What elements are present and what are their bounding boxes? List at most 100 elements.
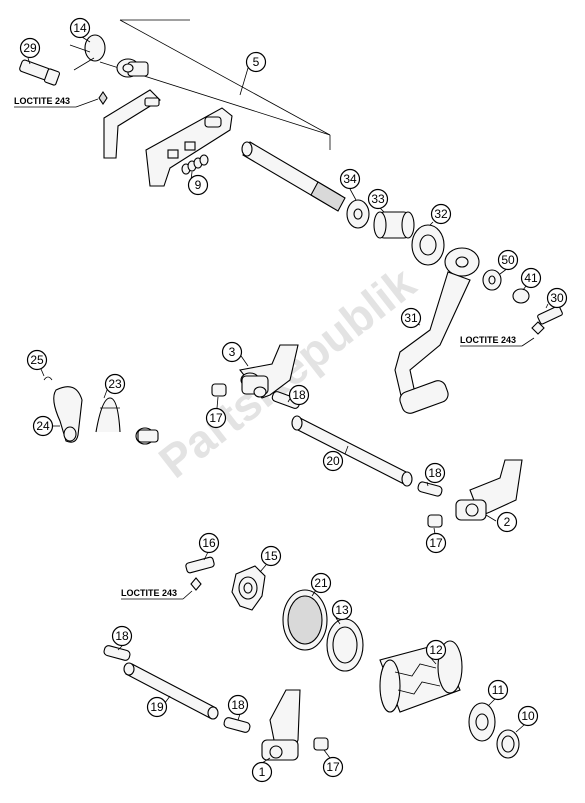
callout-25: 25	[26, 349, 48, 371]
svg-text:50: 50	[501, 253, 515, 267]
loctite-label-top: LOCTITE 243	[14, 91, 108, 108]
part-33-gear	[373, 211, 415, 239]
svg-text:10: 10	[521, 709, 535, 723]
callout-1: 1	[251, 761, 273, 783]
svg-text:17: 17	[326, 760, 340, 774]
part-9-spring	[181, 154, 209, 175]
svg-text:32: 32	[434, 207, 448, 221]
part-17-roller-bottom	[313, 737, 329, 751]
part-24-pawl	[53, 386, 83, 443]
svg-text:24: 24	[36, 419, 50, 433]
svg-text:14: 14	[73, 21, 87, 35]
part-5-shift-plate	[145, 107, 233, 187]
svg-text:9: 9	[195, 178, 202, 192]
callout-21: 21	[310, 572, 332, 594]
part-17-roller-right	[427, 514, 443, 528]
callout-23: 23	[104, 373, 126, 395]
callout-18-right: 18	[424, 462, 446, 484]
part-41-circlip	[512, 288, 530, 304]
callout-24: 24	[32, 415, 54, 437]
svg-text:19: 19	[150, 700, 164, 714]
part-19-fork-shaft	[123, 662, 219, 720]
svg-text:15: 15	[264, 549, 278, 563]
svg-text:16: 16	[202, 536, 216, 550]
callout-17-upper: 17	[205, 407, 227, 429]
callout-17-right: 17	[425, 532, 447, 554]
svg-text:30: 30	[550, 291, 564, 305]
svg-text:21: 21	[314, 576, 328, 590]
callout-41: 41	[520, 267, 542, 289]
part-1-shift-fork	[261, 689, 301, 761]
svg-text:34: 34	[343, 172, 357, 186]
svg-text:1: 1	[259, 765, 266, 779]
part-shift-plate	[103, 89, 161, 159]
svg-text:23: 23	[108, 377, 122, 391]
loctite-label-bottom: LOCTITE 243	[121, 588, 193, 600]
part-21-bearing	[282, 589, 328, 651]
svg-text:11: 11	[492, 683, 505, 697]
part-29-pin	[19, 59, 61, 86]
part-14-spring-clip	[69, 34, 106, 71]
part-11-bearing	[468, 702, 496, 742]
svg-text:41: 41	[524, 271, 538, 285]
callout-12: 12	[425, 639, 447, 661]
callout-34: 34	[339, 168, 361, 190]
part-16-bolt	[185, 556, 215, 591]
part-20-fork-shaft	[291, 415, 413, 487]
callout-10: 10	[517, 705, 539, 727]
part-34-washer	[346, 199, 370, 229]
svg-text:18: 18	[292, 388, 306, 402]
svg-text:20: 20	[326, 454, 340, 468]
callout-30: 30	[546, 287, 568, 309]
callout-13: 13	[331, 599, 353, 621]
svg-text:LOCTITE 243: LOCTITE 243	[121, 588, 177, 598]
svg-text:3: 3	[229, 345, 236, 359]
svg-text:12: 12	[429, 643, 443, 657]
part-2-shift-fork	[455, 459, 523, 521]
part-10-washer	[496, 729, 520, 759]
callout-5: 5	[245, 51, 267, 73]
part-bushing-top	[116, 58, 149, 78]
leader-lines	[27, 36, 549, 764]
part-12-shift-drum	[379, 640, 463, 713]
svg-text:29: 29	[23, 41, 37, 55]
svg-text:17: 17	[429, 536, 443, 550]
part-18-spring-right	[417, 481, 443, 497]
callout-18-bottom-left: 18	[111, 625, 133, 647]
callout-19: 19	[146, 696, 168, 718]
callout-50: 50	[497, 249, 519, 271]
callout-29: 29	[19, 37, 41, 59]
part-18-spring-bottom-left	[103, 645, 131, 661]
callout-33: 33	[367, 188, 389, 210]
part-25-small-circlip	[43, 376, 53, 381]
svg-text:33: 33	[371, 192, 385, 206]
svg-text:18: 18	[231, 698, 245, 712]
svg-text:13: 13	[335, 603, 349, 617]
callout-32: 32	[430, 203, 452, 225]
callout-15: 15	[260, 545, 282, 567]
svg-text:LOCTITE 243: LOCTITE 243	[14, 96, 70, 106]
part-17-roller-upper	[211, 383, 227, 397]
part-kickstart-shaft	[241, 141, 346, 212]
svg-text:LOCTITE 243: LOCTITE 243	[460, 335, 516, 345]
part-30-bolt	[531, 305, 563, 335]
part-18-spring-bottom	[223, 717, 251, 733]
part-32-ring	[411, 224, 445, 266]
part-3-shift-fork	[239, 344, 299, 399]
callout-17-bottom: 17	[322, 756, 344, 778]
part-bushing-middle	[135, 427, 159, 445]
callout-20: 20	[322, 450, 344, 472]
svg-text:18: 18	[115, 629, 129, 643]
loctite-label-right: LOCTITE 243	[460, 335, 535, 347]
part-23-torsion-spring	[95, 397, 121, 433]
callout-11: 11	[487, 679, 509, 701]
svg-text:2: 2	[504, 515, 511, 529]
callout-2: 2	[496, 511, 518, 533]
part-31-kickstart-lever	[394, 247, 480, 414]
svg-text:18: 18	[428, 466, 442, 480]
callout-3: 3	[221, 341, 243, 363]
part-15-shift-star	[231, 565, 266, 611]
svg-text:31: 31	[404, 311, 418, 325]
callout-14: 14	[69, 17, 91, 39]
